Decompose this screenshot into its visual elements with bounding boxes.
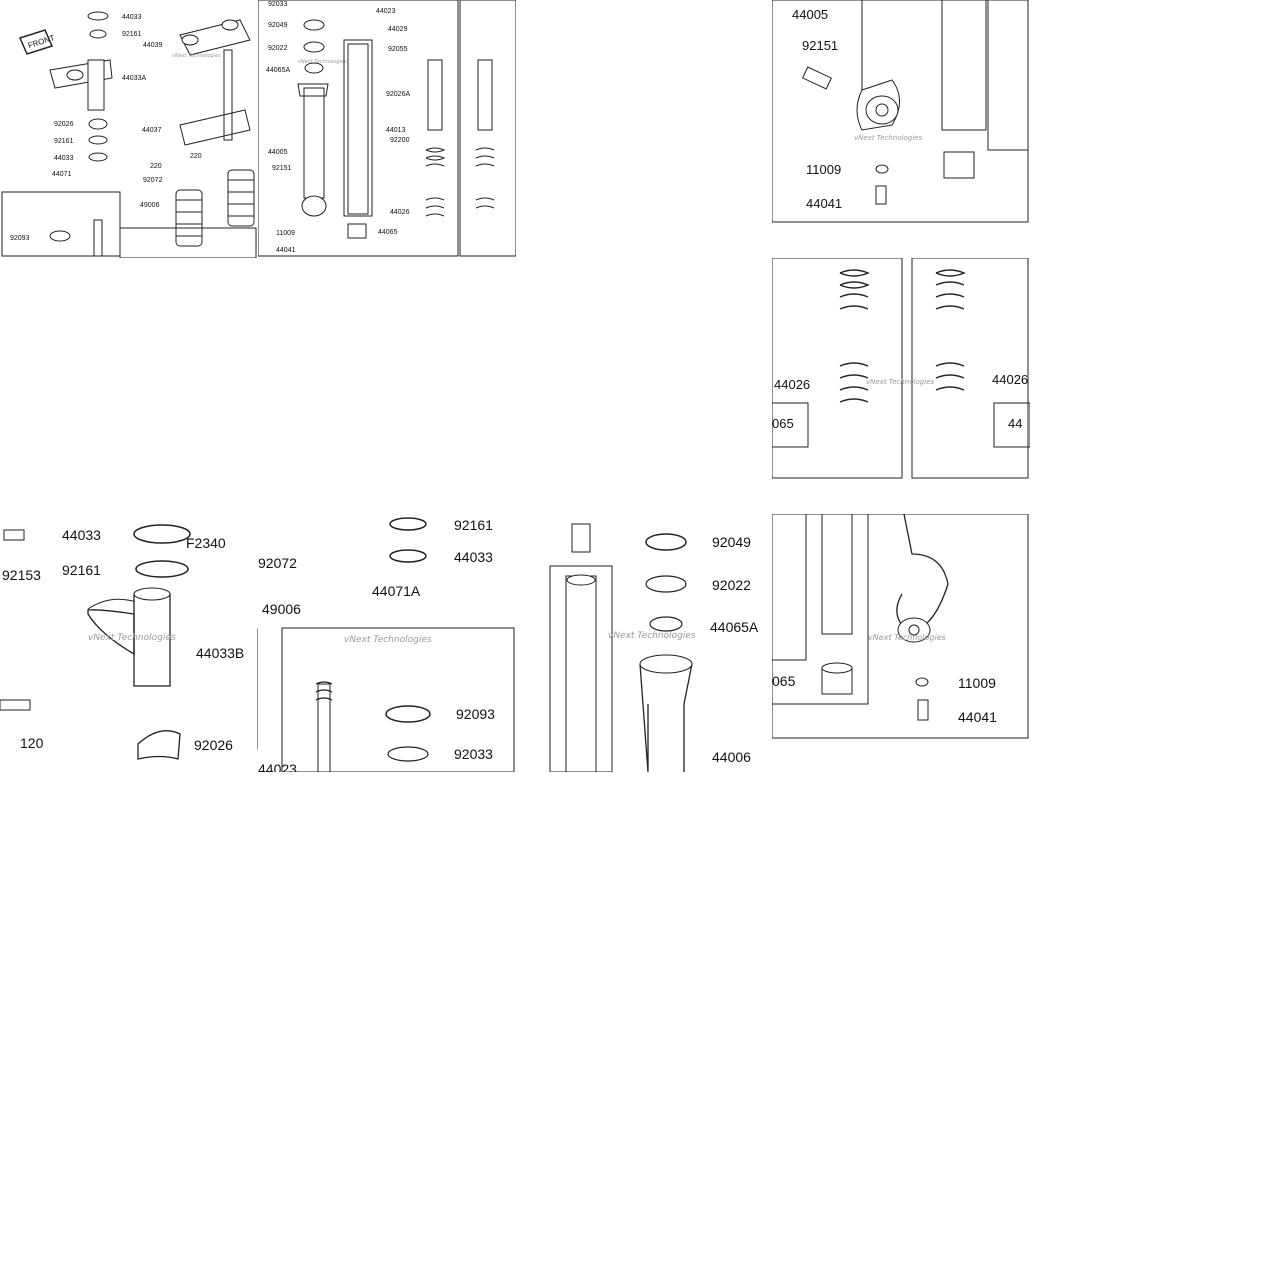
- front-arrow-icon: FRONT: [18, 29, 56, 55]
- callout-label: 92200: [390, 137, 410, 144]
- callout-label: 44006: [712, 749, 751, 765]
- callout-label: 44065: [378, 229, 398, 236]
- callout-label: 92161: [454, 517, 493, 533]
- callout-label: 065: [772, 673, 796, 689]
- callout-label: 92049: [268, 22, 288, 29]
- callout-label: 220: [150, 163, 162, 170]
- callout-label: 92161: [54, 138, 74, 145]
- watermark: vNext Technologies: [608, 631, 696, 641]
- callout-label: 92072: [258, 555, 297, 571]
- watermark: vNext Technologies: [868, 633, 946, 642]
- diagram-tile-steering-stem: FRONT: [0, 0, 258, 258]
- callout-label: 120: [20, 735, 44, 751]
- diagram-tile-fork-left: 92033 44023 92049 92022 44065A 44005 921…: [258, 0, 516, 258]
- callout-label: 11009: [276, 230, 295, 237]
- callout-label: 11009: [806, 162, 841, 177]
- callout-label: 44065A: [266, 67, 290, 74]
- bottom-far-right-drawing: 11009 44041 065 vNext Technologies: [772, 514, 1029, 739]
- callout-label: 44033: [122, 14, 142, 21]
- callout-label: 92026: [194, 737, 233, 753]
- callout-label: 92151: [272, 165, 292, 172]
- callout-label: 44029: [388, 26, 408, 33]
- diagram-tile-bottom-left: 44033 F2340 92153 92161 44033B 120 92026…: [0, 514, 258, 772]
- diagram-tile-springs: 44026 44026 065 44 vNext Technologies: [772, 258, 1030, 480]
- callout-label: 220: [190, 153, 202, 160]
- outer-tube-drawing: 44005 92151 11009 44041 vNext Technologi…: [772, 0, 1029, 223]
- bottom-mid-drawing: 92161 44033 92072 49006 44071A 92093 920…: [258, 517, 515, 772]
- callout-label: 44005: [792, 7, 828, 22]
- callout-label: 44023: [258, 761, 297, 772]
- callout-label: 92072: [143, 177, 163, 184]
- callout-label: 92093: [10, 235, 30, 242]
- callout-label: 44039: [143, 42, 163, 49]
- callout-label: 92055: [388, 46, 408, 53]
- callout-label: 44041: [806, 196, 842, 211]
- callout-label: 92161: [122, 31, 142, 38]
- watermark: vNext Technologies: [298, 59, 347, 65]
- callout-label: 92049: [712, 534, 751, 550]
- callout-label: 92161: [62, 562, 101, 578]
- callout-label: 92026: [54, 121, 74, 128]
- callout-label: 44065A: [710, 619, 759, 635]
- fork-left-drawing: 92033 44023 92049 92022 44065A 44005 921…: [258, 0, 516, 257]
- callout-label: 44026: [992, 372, 1028, 387]
- callout-label: 44041: [276, 247, 296, 254]
- callout-label: 92151: [802, 38, 838, 53]
- callout-label: 065: [772, 416, 794, 431]
- bottom-right-drawing: 92049 92022 44065A 44006 vNext Technolog…: [549, 523, 759, 772]
- callout-label: 44013: [386, 127, 406, 134]
- callout-label: 44033: [62, 527, 101, 543]
- watermark: vNext Technologies: [88, 633, 176, 643]
- callout-label: 92093: [456, 706, 495, 722]
- callout-label: F2340: [186, 535, 226, 551]
- watermark: vNext Technologies: [854, 134, 922, 142]
- callout-label: 44: [1008, 416, 1022, 431]
- watermark: vNext Technologies: [344, 635, 432, 645]
- callout-label: 44033: [454, 549, 493, 565]
- callout-label: 44033B: [196, 645, 244, 661]
- watermark: vNext Technologies: [172, 53, 221, 59]
- callout-label: 44005: [268, 149, 288, 156]
- callout-label: 49006: [140, 202, 160, 209]
- diagram-tile-bottom-mid: 92161 44033 92072 49006 44071A 92093 920…: [258, 514, 516, 772]
- callout-label: 44041: [958, 709, 997, 725]
- callout-label: 92026A: [386, 91, 410, 98]
- callout-label: 44033: [54, 155, 74, 162]
- diagram-tile-bottom-right: 92049 92022 44065A 44006 vNext Technolog…: [516, 514, 772, 772]
- callout-label: 92033: [268, 1, 288, 8]
- callout-label: 44033A: [122, 75, 146, 82]
- bottom-left-drawing: 44033 F2340 92153 92161 44033B 120 92026…: [0, 524, 258, 760]
- watermark: vNext Technologies: [866, 378, 934, 386]
- callout-label: 44026: [390, 209, 410, 216]
- callout-label: 44071A: [372, 583, 421, 599]
- callout-label: 44037: [142, 127, 162, 134]
- callout-label: 92033: [454, 746, 493, 762]
- steering-stem-drawing: FRONT: [1, 11, 257, 258]
- callout-label: 44023: [376, 8, 396, 15]
- callout-label: 44026: [774, 377, 810, 392]
- callout-label: 49006: [262, 601, 301, 617]
- springs-drawing: 44026 44026 065 44 vNext Technologies: [772, 258, 1030, 479]
- callout-label: 92022: [268, 45, 288, 52]
- diagram-tile-bottom-far-right: 11009 44041 065 vNext Technologies: [772, 514, 1030, 740]
- diagram-tile-outer-tube: 44005 92151 11009 44041 vNext Technologi…: [772, 0, 1030, 258]
- callout-label: 92022: [712, 577, 751, 593]
- callout-label: 44071: [52, 171, 72, 178]
- callout-label: 11009: [958, 675, 996, 691]
- callout-label: 92153: [2, 567, 41, 583]
